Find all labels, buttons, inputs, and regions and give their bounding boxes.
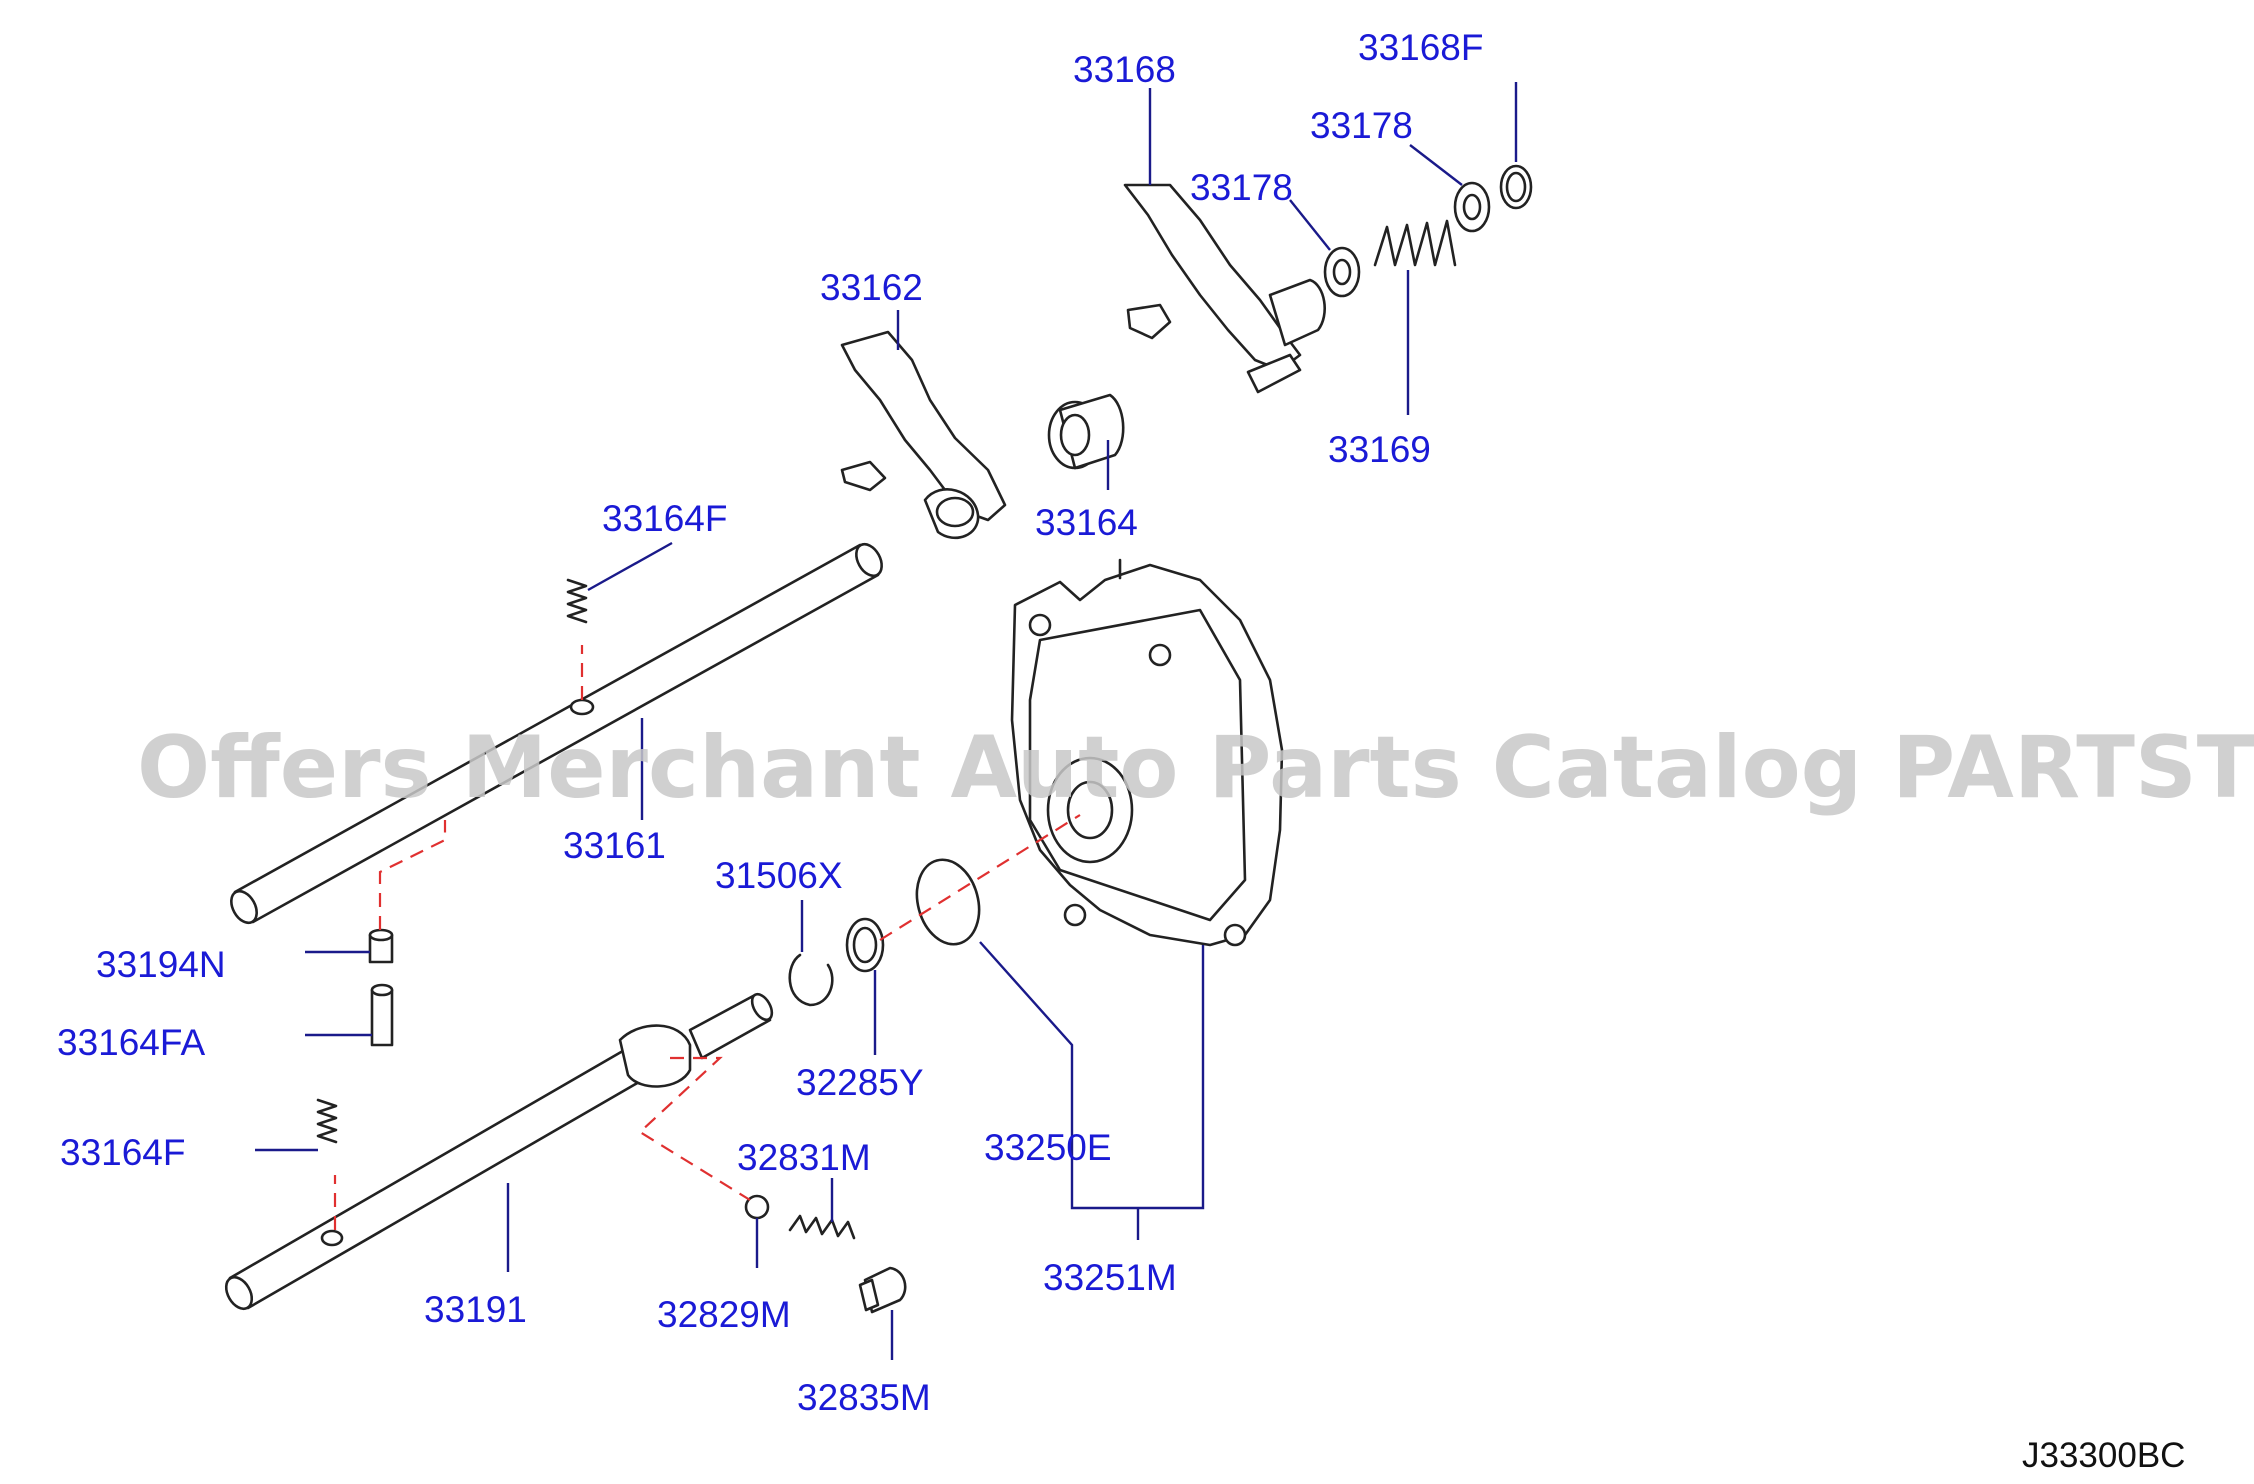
part-labels: 33168F 33168 33178 33178 33162 33169 331… [57,27,1484,1418]
diagram-code: J33300BC [2022,1436,2185,1475]
plug-32835M[interactable] [858,1266,907,1314]
spring-32831M[interactable] [788,1214,856,1240]
label-33191[interactable]: 33191 [424,1289,527,1330]
label-33164FA[interactable]: 33164FA [57,1022,205,1063]
leader-lines [255,82,1518,1360]
label-32285Y[interactable]: 32285Y [796,1062,924,1103]
label-33178-lower[interactable]: 33178 [1190,167,1293,208]
label-33164F-upper[interactable]: 33164F [602,498,728,539]
label-33169[interactable]: 33169 [1328,429,1431,470]
label-33250E[interactable]: 33250E [984,1127,1112,1168]
washer-32285Y[interactable] [845,917,885,973]
spring-33169[interactable] [1373,219,1457,267]
label-33162[interactable]: 33162 [820,267,923,308]
pin-33164FA[interactable] [370,983,394,1047]
shift-rod-33191[interactable] [221,991,776,1313]
label-32831M[interactable]: 32831M [737,1137,871,1178]
label-33178-upper[interactable]: 33178 [1310,105,1413,146]
label-33194N[interactable]: 33194N [96,944,226,985]
shift-fork-33168[interactable] [1123,183,1326,394]
label-33251M[interactable]: 33251M [1043,1257,1177,1298]
spring-33164F-lower[interactable] [316,1098,338,1144]
snap-ring-31506X[interactable] [788,953,834,1007]
alignment-centerlines [333,645,1081,1230]
ring-33178-upper[interactable] [1453,181,1491,233]
bushing-33164[interactable] [1047,393,1125,470]
label-33164[interactable]: 33164 [1035,502,1138,543]
label-32835M[interactable]: 32835M [797,1377,931,1418]
label-33168F[interactable]: 33168F [1358,27,1484,68]
label-33164F-lower[interactable]: 33164F [60,1132,186,1173]
ring-33178-lower[interactable] [1323,246,1361,298]
shift-rod-33161[interactable] [226,540,887,927]
label-32829M[interactable]: 32829M [657,1294,791,1335]
label-33168[interactable]: 33168 [1073,49,1176,90]
watermark-text: Offers Merchant Auto Parts Catalog PARTS… [137,718,2254,818]
housing-33251M[interactable] [1010,558,1284,947]
pin-33194N[interactable] [368,928,394,964]
spring-33164F-upper[interactable] [566,578,588,624]
label-33161[interactable]: 33161 [563,825,666,866]
o-ring-33250E[interactable] [908,853,988,952]
label-31506X[interactable]: 31506X [715,855,843,896]
shift-fork-33162[interactable] [840,330,1007,540]
washer-33168F[interactable] [1499,164,1533,210]
